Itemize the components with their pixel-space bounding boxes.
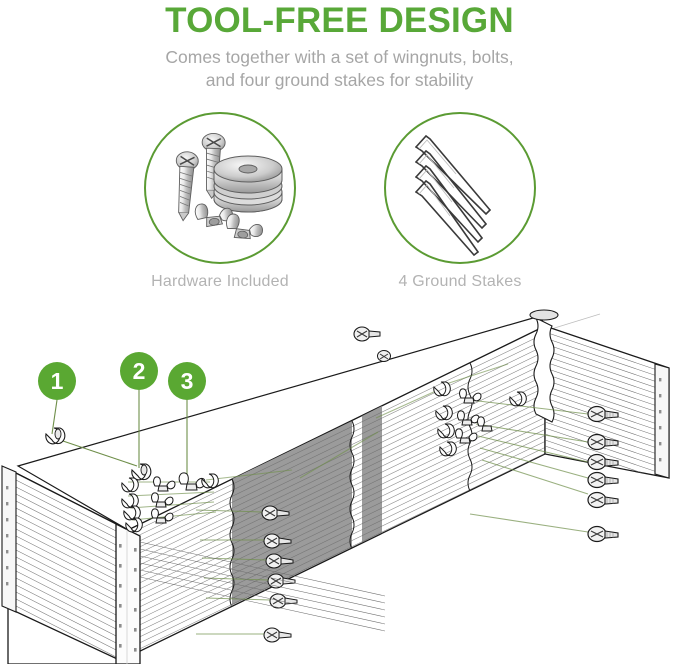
wingnut-piece <box>151 508 174 524</box>
callout-marker-2[interactable]: 2 <box>120 352 158 390</box>
ground-stakes-icon <box>415 134 491 257</box>
post-cap <box>529 309 559 321</box>
callout-marker-3[interactable]: 3 <box>168 362 206 400</box>
assembly-hardware-group <box>45 326 527 533</box>
wingnut-piece <box>178 472 206 491</box>
raised-bed-svg <box>1 309 670 664</box>
header: TOOL-FREE DESIGN Comes together with a s… <box>0 0 679 92</box>
callout-markers: 1 2 3 <box>0 296 679 664</box>
leader-lines <box>51 363 589 533</box>
far-long-side-panel <box>127 324 546 658</box>
wingnut-piece <box>459 388 482 404</box>
subtitle-line-1: Comes together with a set of wingnuts, b… <box>165 47 514 67</box>
washer-piece <box>439 441 457 457</box>
washer-piece <box>437 423 455 439</box>
washer-piece <box>45 427 66 445</box>
shaded-panel-section <box>232 421 352 607</box>
washer-piece <box>201 473 219 489</box>
wingnut-piece <box>151 492 174 508</box>
badge-ring-hardware <box>144 112 296 264</box>
corner-post-rear <box>529 309 559 423</box>
badge-caption-hardware: Hardware Included <box>151 273 289 290</box>
corner-post-left-outer <box>1 465 17 613</box>
wingnut-piece <box>477 416 493 432</box>
washer-piece <box>435 405 453 421</box>
front-wall-corrugation <box>139 541 385 632</box>
screws-right-face <box>587 405 619 543</box>
page-subtitle: Comes together with a set of wingnuts, b… <box>0 46 679 92</box>
washer-piece <box>121 477 139 493</box>
washer-piece <box>121 493 139 509</box>
badge-hardware-included: Hardware Included <box>105 112 335 291</box>
inner-back-right-panel <box>547 313 601 331</box>
washer-piece <box>125 517 143 533</box>
washer-piece <box>433 381 451 397</box>
badge-ring-stakes <box>384 112 536 264</box>
corner-post-right <box>654 363 670 479</box>
washer-piece <box>123 505 141 521</box>
callout-marker-1[interactable]: 1 <box>38 362 76 400</box>
wingnut-piece <box>457 410 480 426</box>
badge-ground-stakes: 4 Ground Stakes <box>345 112 575 291</box>
left-end-panel <box>7 467 129 664</box>
screw-exploded <box>377 350 391 362</box>
feature-badges: Hardware Included <box>0 112 679 297</box>
screws-washers-wingnuts-icon <box>175 132 283 240</box>
leader-lines-front-screws <box>195 509 271 635</box>
washer-piece <box>509 391 527 407</box>
wingnut-piece <box>153 476 176 492</box>
badge-caption-stakes: 4 Ground Stakes <box>398 273 522 290</box>
wingnut-piece <box>455 428 478 444</box>
screw-exploded <box>353 326 381 342</box>
subtitle-line-2: and four ground stakes for stability <box>205 70 474 90</box>
page-title: TOOL-FREE DESIGN <box>165 1 514 40</box>
raised-bed-illustration <box>0 296 679 664</box>
